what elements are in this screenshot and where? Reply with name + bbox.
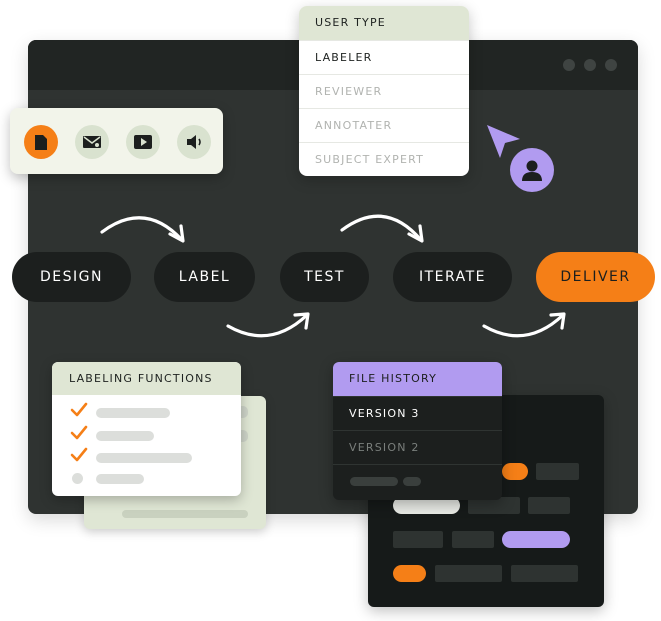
labeling-functions-card: LABELING FUNCTIONS <box>52 362 241 496</box>
user-type-option-annotater[interactable]: ANNOTATER <box>299 108 469 143</box>
window-control-close[interactable] <box>605 59 617 71</box>
window-control-minimize[interactable] <box>563 59 575 71</box>
table-cell <box>452 531 494 548</box>
table-cell <box>435 565 502 582</box>
placeholder-bar <box>122 510 248 518</box>
placeholder-bar <box>350 477 398 486</box>
pipeline-step-deliver[interactable]: DELIVER <box>536 252 655 302</box>
table-cell <box>528 497 570 514</box>
arrow-test-to-iterate <box>340 214 424 243</box>
function-bar <box>96 474 144 484</box>
document-button[interactable] <box>24 125 58 159</box>
table-cell <box>511 565 578 582</box>
user-type-option-reviewer[interactable]: REVIEWER <box>299 74 469 109</box>
arrow-design-to-label <box>100 216 185 243</box>
user-icon <box>522 160 542 181</box>
audio-button[interactable] <box>177 125 211 159</box>
labeling-functions-title: LABELING FUNCTIONS <box>52 362 241 395</box>
arrow-iterate-to-deliver <box>482 312 566 338</box>
function-bar <box>96 453 192 463</box>
video-play-icon <box>134 135 152 149</box>
table-cell <box>468 497 520 514</box>
cursor-icon <box>487 125 520 158</box>
pipeline-step-design[interactable]: DESIGN <box>12 252 131 302</box>
placeholder-bar <box>403 477 421 486</box>
checkmark-icon[interactable] <box>70 447 88 463</box>
document-icon <box>35 134 47 150</box>
user-type-dropdown: USER TYPE LABELER REVIEWER ANNOTATER SUB… <box>299 6 469 176</box>
email-icon <box>83 136 101 148</box>
file-history-title: FILE HISTORY <box>333 362 502 396</box>
file-history-dropdown: FILE HISTORY VERSION 3 VERSION 2 <box>333 362 502 500</box>
user-type-title: USER TYPE <box>299 6 469 40</box>
function-bar <box>96 431 154 441</box>
audio-speaker-icon <box>187 135 201 149</box>
table-cell <box>393 531 443 548</box>
version-placeholder-item[interactable] <box>333 464 502 499</box>
window-control-maximize[interactable] <box>584 59 596 71</box>
checkmark-icon[interactable] <box>70 402 88 418</box>
table-cell-tag-orange[interactable] <box>393 565 426 582</box>
checkmark-icon[interactable] <box>70 425 88 441</box>
pipeline-step-label[interactable]: LABEL <box>154 252 255 302</box>
version-2-item[interactable]: VERSION 2 <box>333 430 502 465</box>
email-button[interactable] <box>75 125 109 159</box>
version-3-item[interactable]: VERSION 3 <box>333 396 502 431</box>
pipeline-step-iterate[interactable]: ITERATE <box>393 252 512 302</box>
unchecked-circle[interactable] <box>72 473 83 484</box>
file-type-toolbar <box>10 108 223 174</box>
video-button[interactable] <box>126 125 160 159</box>
user-type-option-subject-expert[interactable]: SUBJECT EXPERT <box>299 142 469 176</box>
user-type-option-labeler[interactable]: LABELER <box>299 40 469 75</box>
function-bar <box>96 408 170 418</box>
table-cell-tag-orange[interactable] <box>502 463 528 480</box>
user-avatar[interactable] <box>510 148 554 192</box>
table-cell-tag-light[interactable] <box>393 497 460 514</box>
arrow-label-to-test <box>226 312 310 338</box>
table-cell-tag-purple[interactable] <box>502 531 570 548</box>
table-cell <box>536 463 579 480</box>
pipeline-step-test[interactable]: TEST <box>280 252 369 302</box>
